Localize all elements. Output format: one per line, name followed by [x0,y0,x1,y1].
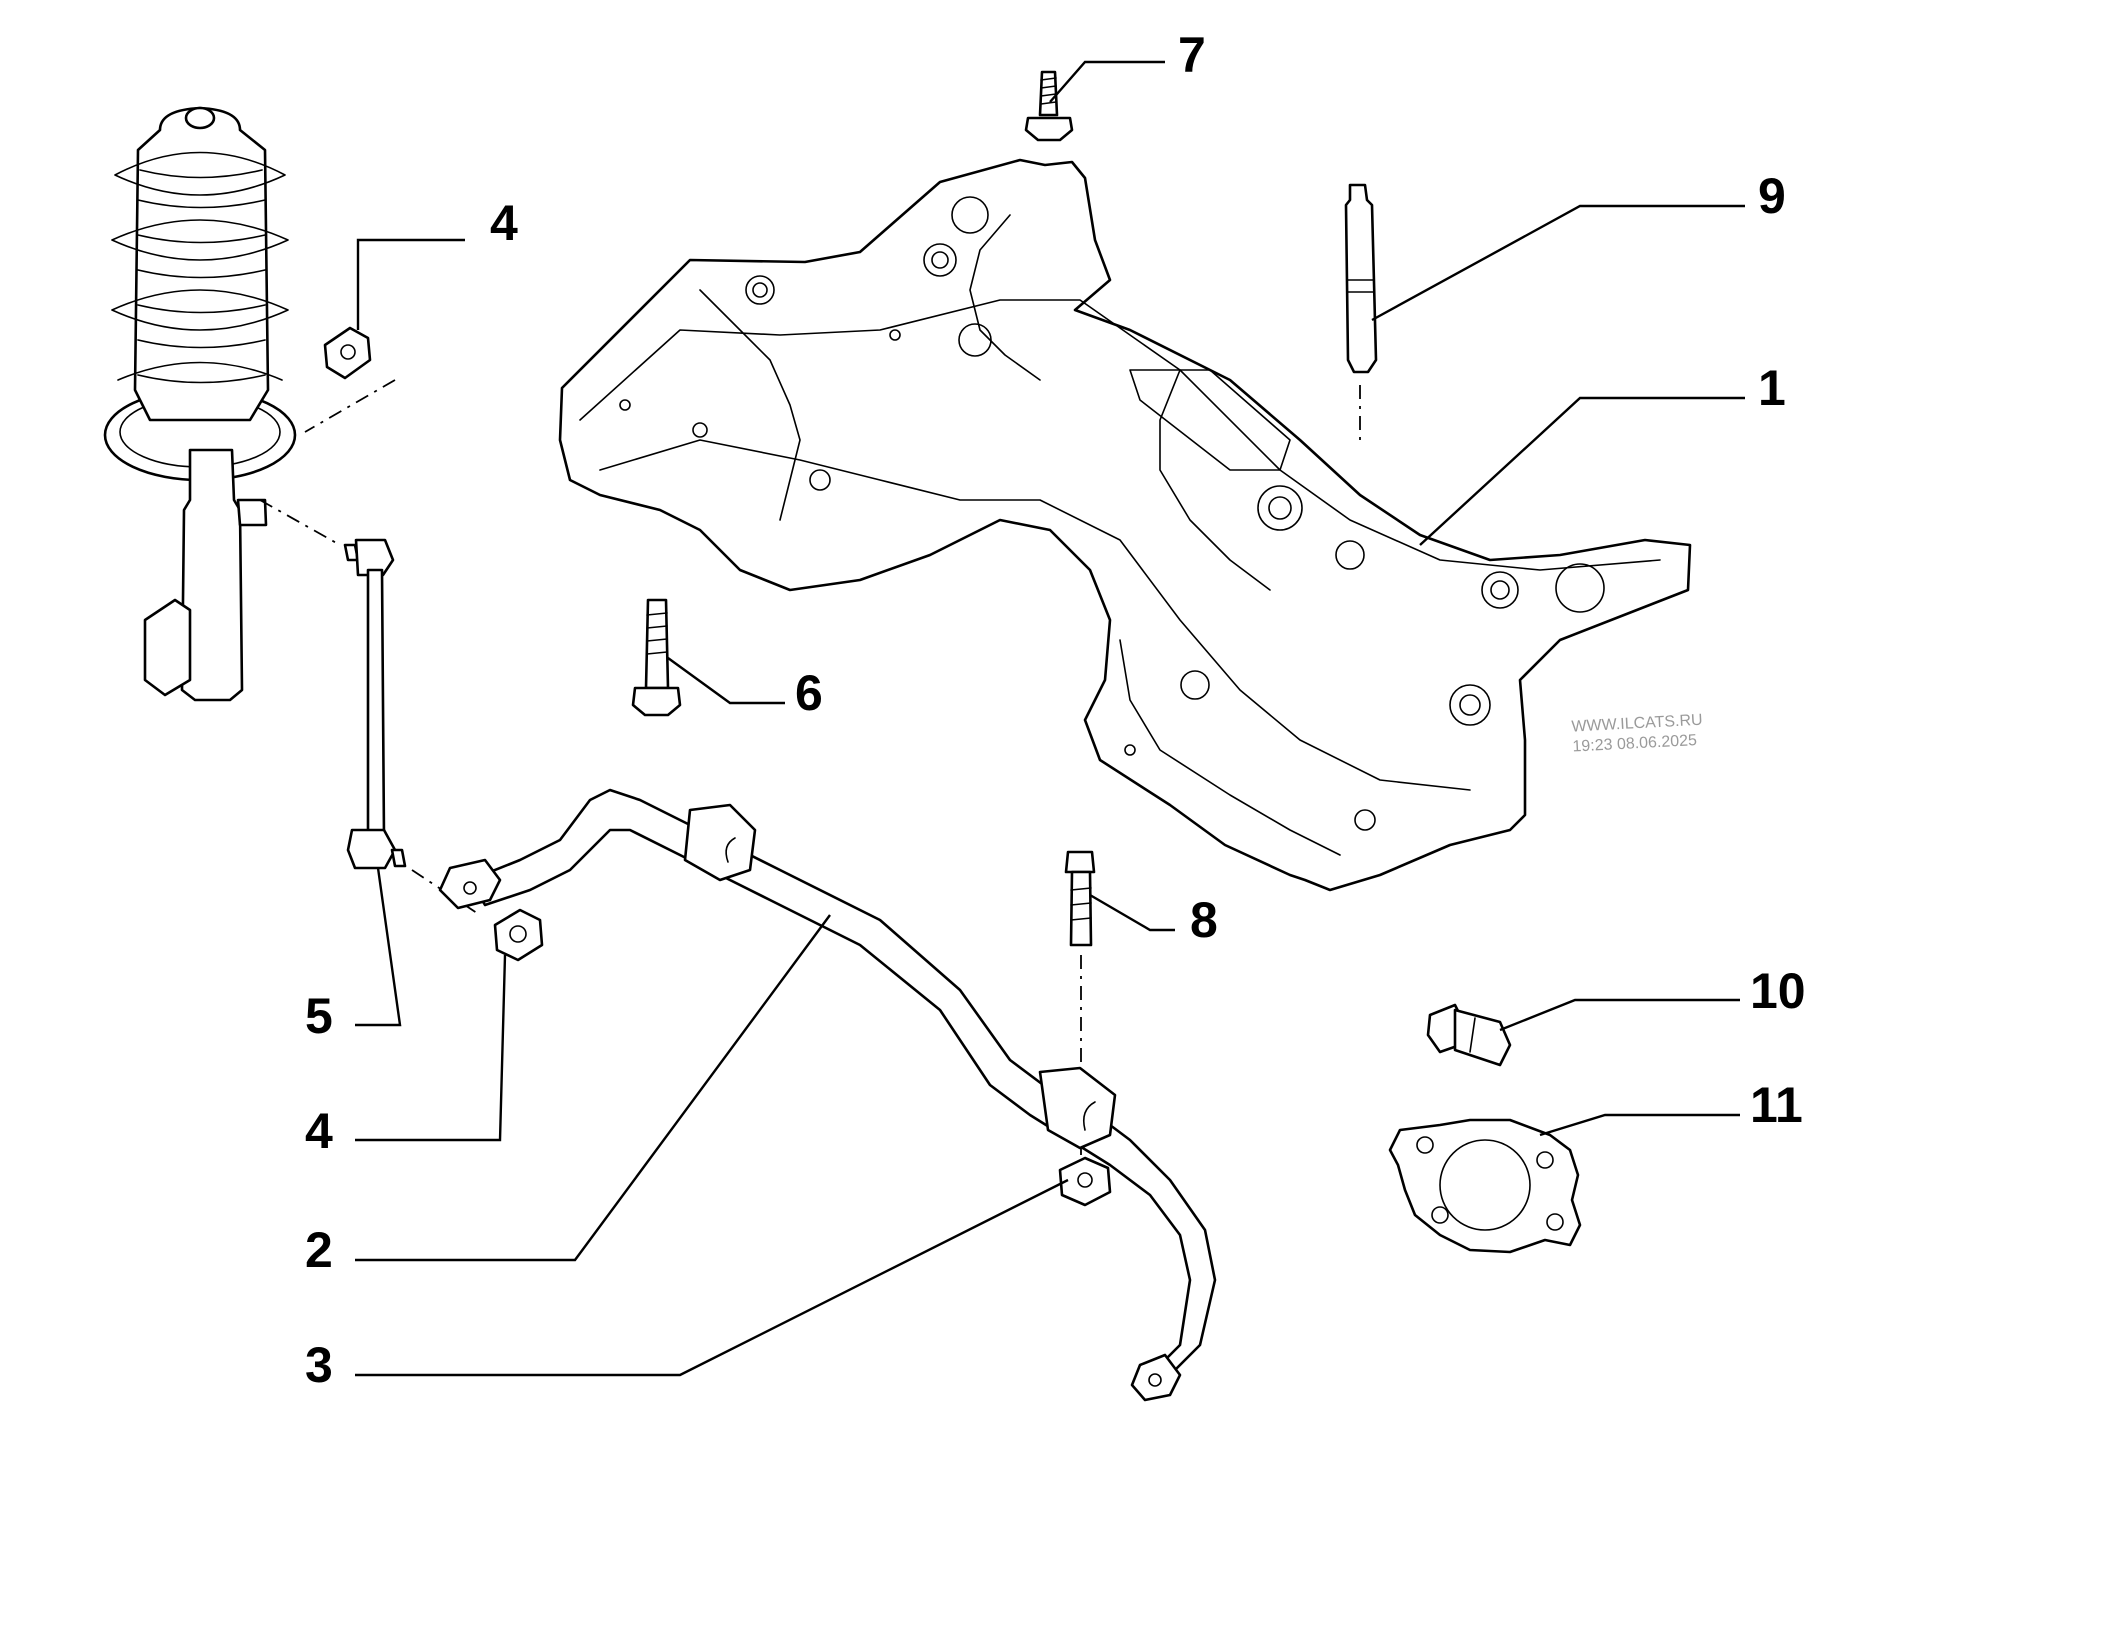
callout-1: 1 [1758,360,1786,416]
stabilizer-link-5[interactable] [259,499,407,870]
watermark-timestamp: 19:23 08.06.2025 [1572,732,1697,756]
callout-3: 3 [305,1337,333,1393]
gasket-11[interactable] [1388,1118,1582,1254]
callout-2: 2 [305,1222,333,1278]
callout-7: 7 [1178,27,1206,83]
callout-numbers: 7 9 4 1 6 8 10 5 11 4 2 3 [305,27,1806,1393]
leader-lines [355,60,1745,1377]
nut-3[interactable] [1058,1156,1112,1207]
callout-8: 8 [1190,892,1218,948]
watermark: WWW.ILCATS.RU 19:23 08.06.2025 [1571,712,1703,756]
callout-10: 10 [1750,963,1806,1019]
bolt-8[interactable] [1064,850,1096,1175]
nut-4-upper[interactable] [323,326,372,380]
callout-4-upper: 4 [490,195,518,251]
bolt-6[interactable] [631,598,682,717]
plug-10[interactable] [1426,1003,1512,1067]
callout-4-lower: 4 [305,1103,333,1159]
bolt-7[interactable] [1024,70,1074,142]
strut-assembly [103,106,297,702]
watermark-site: WWW.ILCATS.RU [1571,712,1703,736]
callout-5: 5 [305,988,333,1044]
callout-6: 6 [795,665,823,721]
subframe-crossmember[interactable] [558,158,1692,892]
stabilizer-bar-2[interactable] [438,788,1217,1402]
callout-11: 11 [1750,1077,1803,1133]
callout-9: 9 [1758,168,1786,224]
nut-4-lower[interactable] [493,908,544,962]
stud-9[interactable] [1344,183,1378,440]
